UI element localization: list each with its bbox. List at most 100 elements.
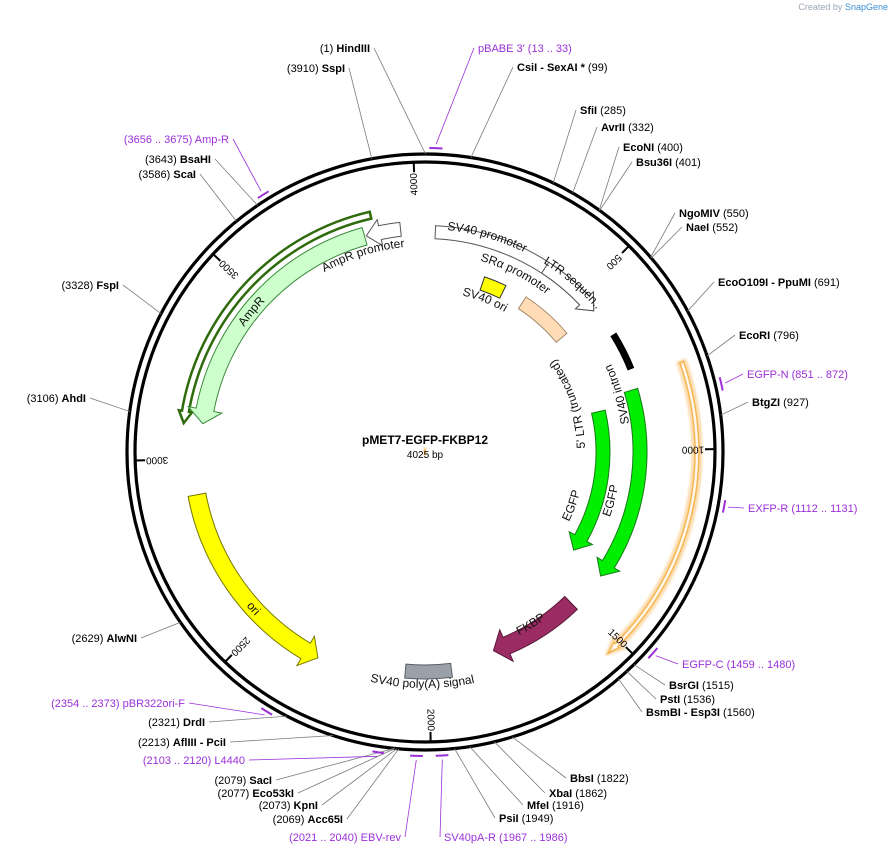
site-name: XbaI [549,788,572,800]
site-leader [199,173,237,222]
primer-range: (13 .. 33) [525,43,572,55]
site-name: PsiI [499,813,519,825]
site-label: CsiI - SexAI * (99) [517,62,607,74]
site-leader [348,67,373,159]
feature-ori [187,492,319,667]
site-label: EcoO109I - PpuMI (691) [718,277,840,289]
feature-ampr [186,226,368,425]
primer-leader [435,47,475,145]
site-leader [122,284,162,315]
site-label: (2069) Acc65I [273,814,343,826]
site-leader [454,748,496,819]
site-label: EcoRI (796) [739,330,799,342]
tick-mark [621,245,630,254]
site-name: SspI [322,63,345,75]
primer-label: (3656 .. 3675) Amp-R [124,134,229,146]
tick-label: 1000 [681,444,704,455]
primer-name: EBV-rev [361,832,402,844]
primer-mark [721,500,727,513]
site-leader [720,401,749,416]
primer-name: SV40pA-R [444,832,496,844]
feature-sv40-polya [404,662,453,680]
site-label: PstI (1536) [660,694,715,706]
primer-range: (1112 .. 1131) [788,503,857,515]
site-position: (796) [770,330,799,342]
site-leader [633,664,666,686]
tick-mark [212,253,222,262]
site-name: SfiI [580,105,597,117]
primer-mark [647,647,659,659]
site-name: EcoNI [623,142,654,154]
orf-outline-glow [604,358,703,657]
primer-leader [439,759,443,838]
site-leader [494,741,546,794]
site-name: NaeI [686,222,709,234]
site-label: Bsu36I (401) [636,157,701,169]
site-label: (2079) SacI [215,775,273,787]
feature-egfp-outer [596,387,648,577]
site-name: SacI [249,775,272,787]
primer-label: (2021 .. 2040) EBV-rev [289,832,401,844]
tick-mark [224,654,233,663]
site-name: EcoRI [739,330,770,342]
orf-layer [421,358,703,657]
site-position: (3328) [62,280,97,292]
site-label: BsmBI - Esp3I (1560) [646,707,755,719]
primer-range: (851 .. 872) [789,369,848,381]
site-leader [687,281,715,312]
site-position: (3586) [139,169,174,181]
primer-mark [257,190,270,199]
primer-mark [429,147,443,150]
site-label: AvrII (332) [601,122,654,134]
site-position: (1916) [549,800,584,812]
site-position: (2213) [138,737,173,749]
site-leader [89,397,130,412]
primer-name: EXFP-R [748,503,788,515]
site-position: (927) [780,397,809,409]
feature-egfp-inner [568,409,611,551]
unused [423,449,427,455]
site-label: NaeI (552) [686,222,738,234]
site-leader [214,158,258,206]
feature-5ltr [517,296,568,344]
primer-leader [188,702,265,716]
created-by-label: Created by [798,2,843,12]
tick-label: 2000 [424,709,435,732]
primer-mark [372,750,385,755]
site-position: (1949) [519,813,554,825]
site-name: Bsu36I [636,157,672,169]
plasmid-length: 4025 bp [407,450,444,461]
site-leader [321,748,398,806]
site-position: (3910) [287,63,322,75]
primer-name: EGFP-N [747,369,789,381]
site-position: (1) [320,43,337,55]
site-name: BsrGI [669,680,699,692]
site-leader [626,671,657,700]
site-position: (1536) [680,694,715,706]
tick-mark [625,646,634,655]
site-leader [650,226,683,259]
brand-badge: Created by SnapGene [798,2,888,12]
site-name: Acc65I [308,814,343,826]
site-position: (99) [585,62,608,74]
site-position: (691) [811,277,840,289]
feature-ltr-sequence [540,261,595,312]
site-leader [229,735,334,743]
primer-leader [404,759,417,838]
site-name: EcoO109I - PpuMI [718,277,811,289]
site-leader [512,736,567,779]
site-label: (2213) AflIII - PciI [138,737,226,749]
site-name: NgoMIV [679,208,721,220]
site-leader [572,126,598,194]
primer-range: (1967 .. 1986) [496,832,568,844]
site-label: BsrGI (1515) [669,680,734,692]
primer-range: (2021 .. 2040) [289,832,361,844]
site-name: AhdI [62,393,86,405]
backbone [125,152,725,752]
site-name: DrdI [183,717,205,729]
site-name: AflIII - PciI [173,737,226,749]
plasmid-name: pMET7-EGFP-FKBP12 [362,433,488,447]
site-position: (1515) [699,680,734,692]
site-label: XbaI (1862) [549,788,607,800]
